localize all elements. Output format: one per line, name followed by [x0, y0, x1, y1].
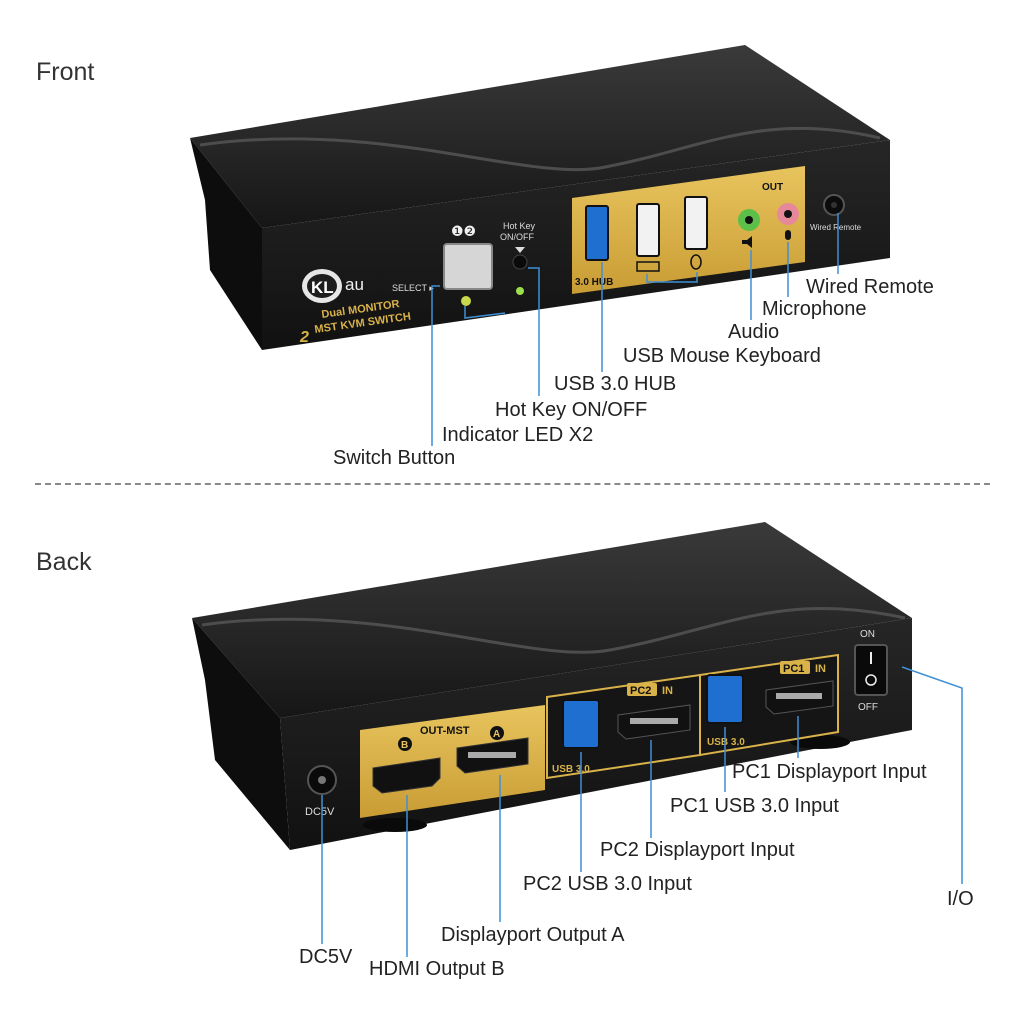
panel-wired-remote-label: Wired Remote: [810, 223, 862, 232]
callout-switch-button: Switch Button: [333, 447, 456, 469]
callout-hotkey: Hot Key ON/OFF: [495, 399, 648, 421]
callout-audio: Audio: [728, 321, 780, 343]
panel-in-label-pc2: IN: [662, 685, 673, 697]
back-top-surface: [192, 522, 912, 718]
hotkey-arrow-icon: [515, 247, 525, 253]
pc1-tag-badge: [780, 661, 810, 674]
audio-jack-hole: [745, 216, 753, 224]
leader-io: [901, 666, 963, 884]
panel-on-label: ON: [860, 629, 875, 640]
pc2-dp-pins: [630, 718, 678, 724]
dc5v-jack-pin: [318, 776, 326, 784]
keyboard-icon: [636, 261, 660, 272]
wired-remote-jack-hole: [831, 202, 837, 208]
callout-usb-mouse-keyboard: USB Mouse Keyboard: [623, 345, 821, 367]
back-top-ridge: [201, 606, 906, 654]
callout-indicator: Indicator LED X2: [442, 424, 594, 446]
pc1-usb3-port[interactable]: [706, 674, 744, 724]
power-switch[interactable]: [854, 644, 888, 696]
front-top-surface: [190, 45, 890, 228]
panel-hotkey-line1: Hot Key: [503, 221, 536, 231]
speaker-icon: [742, 236, 752, 248]
indicator-led-2: [516, 287, 524, 295]
panel-pc2-tag: PC2: [630, 685, 651, 697]
panel-b-mark: B: [401, 740, 408, 751]
callout-io: I/O: [947, 888, 974, 910]
microphone-jack-hole: [784, 210, 792, 218]
callout-hdmi-out-b: HDMI Output B: [369, 958, 505, 980]
pc2-usb3-port[interactable]: [562, 699, 600, 749]
panel-usb30-right: USB 3.0: [707, 737, 745, 748]
leader-indicator: [464, 306, 506, 319]
b-mark-badge: [398, 737, 412, 751]
panel-usb30-left: USB 3.0: [552, 764, 590, 775]
front-top-ridge: [199, 126, 881, 172]
indicator-led-1: [461, 296, 471, 306]
callout-usb-hub: USB 3.0 HUB: [554, 373, 677, 395]
front-heading: Front: [36, 58, 95, 86]
leader-switch-button: [431, 285, 440, 446]
a-mark-badge: [490, 726, 504, 740]
hotkey-button[interactable]: [512, 254, 528, 270]
callout-pc1-dp: PC1 Displayport Input: [732, 761, 927, 783]
back-heading: Back: [36, 548, 92, 576]
panel-dc5v-label: DC5V: [305, 806, 335, 818]
microphone-icon: [785, 230, 791, 240]
panel-out-label: OUT: [762, 182, 783, 193]
callout-dp-out-a: Displayport Output A: [441, 924, 625, 946]
power-off-mark: [865, 674, 877, 686]
leader-lines: [321, 213, 963, 957]
panel-hub-label: 3.0 HUB: [575, 277, 613, 288]
panel-out-mst: OUT-MST: [420, 725, 470, 737]
brand-logo-suffix: au: [345, 275, 364, 294]
callout-microphone: Microphone: [762, 298, 867, 320]
brand-logo-mark: KL: [311, 278, 334, 297]
usb3-hub-port[interactable]: [585, 205, 609, 261]
mouse-icon: [690, 254, 702, 270]
brand-logo-inner: [307, 274, 337, 298]
back-foot-left: [363, 818, 427, 832]
panel-pc1-tag: PC1: [783, 663, 804, 675]
panel-a-mark: A: [493, 729, 500, 740]
front-left-side: [190, 138, 262, 350]
callout-pc2-dp: PC2 Displayport Input: [600, 839, 795, 861]
brand-port-mark: 2: [299, 329, 309, 346]
callout-pc1-usb: PC1 USB 3.0 Input: [670, 795, 839, 817]
pc2-tag-badge: [627, 683, 657, 696]
usb-keyboard-port[interactable]: [636, 203, 660, 257]
panel-select-label: SELECT ▸: [392, 283, 434, 293]
callout-dc5v: DC5V: [299, 946, 353, 968]
dp-output-pins: [468, 752, 516, 758]
section-divider: [35, 483, 990, 485]
back-left-side: [192, 618, 290, 850]
hdmi-output-port[interactable]: [372, 757, 441, 794]
switch-button[interactable]: [443, 243, 493, 290]
panel-in-label-pc1: IN: [815, 663, 826, 675]
panel-hotkey-line2: ON/OFF: [500, 232, 534, 242]
callout-pc2-usb: PC2 USB 3.0 Input: [523, 873, 692, 895]
leader-hotkey: [528, 267, 540, 396]
panel-nums: ❶❷: [451, 223, 476, 239]
usb-mouse-port[interactable]: [684, 196, 708, 250]
leader-usb-mouse-keyboard: [646, 272, 698, 283]
pc1-dp-pins: [776, 693, 822, 699]
panel-off-label: OFF: [858, 702, 878, 713]
callout-wired-remote: Wired Remote: [806, 276, 934, 298]
